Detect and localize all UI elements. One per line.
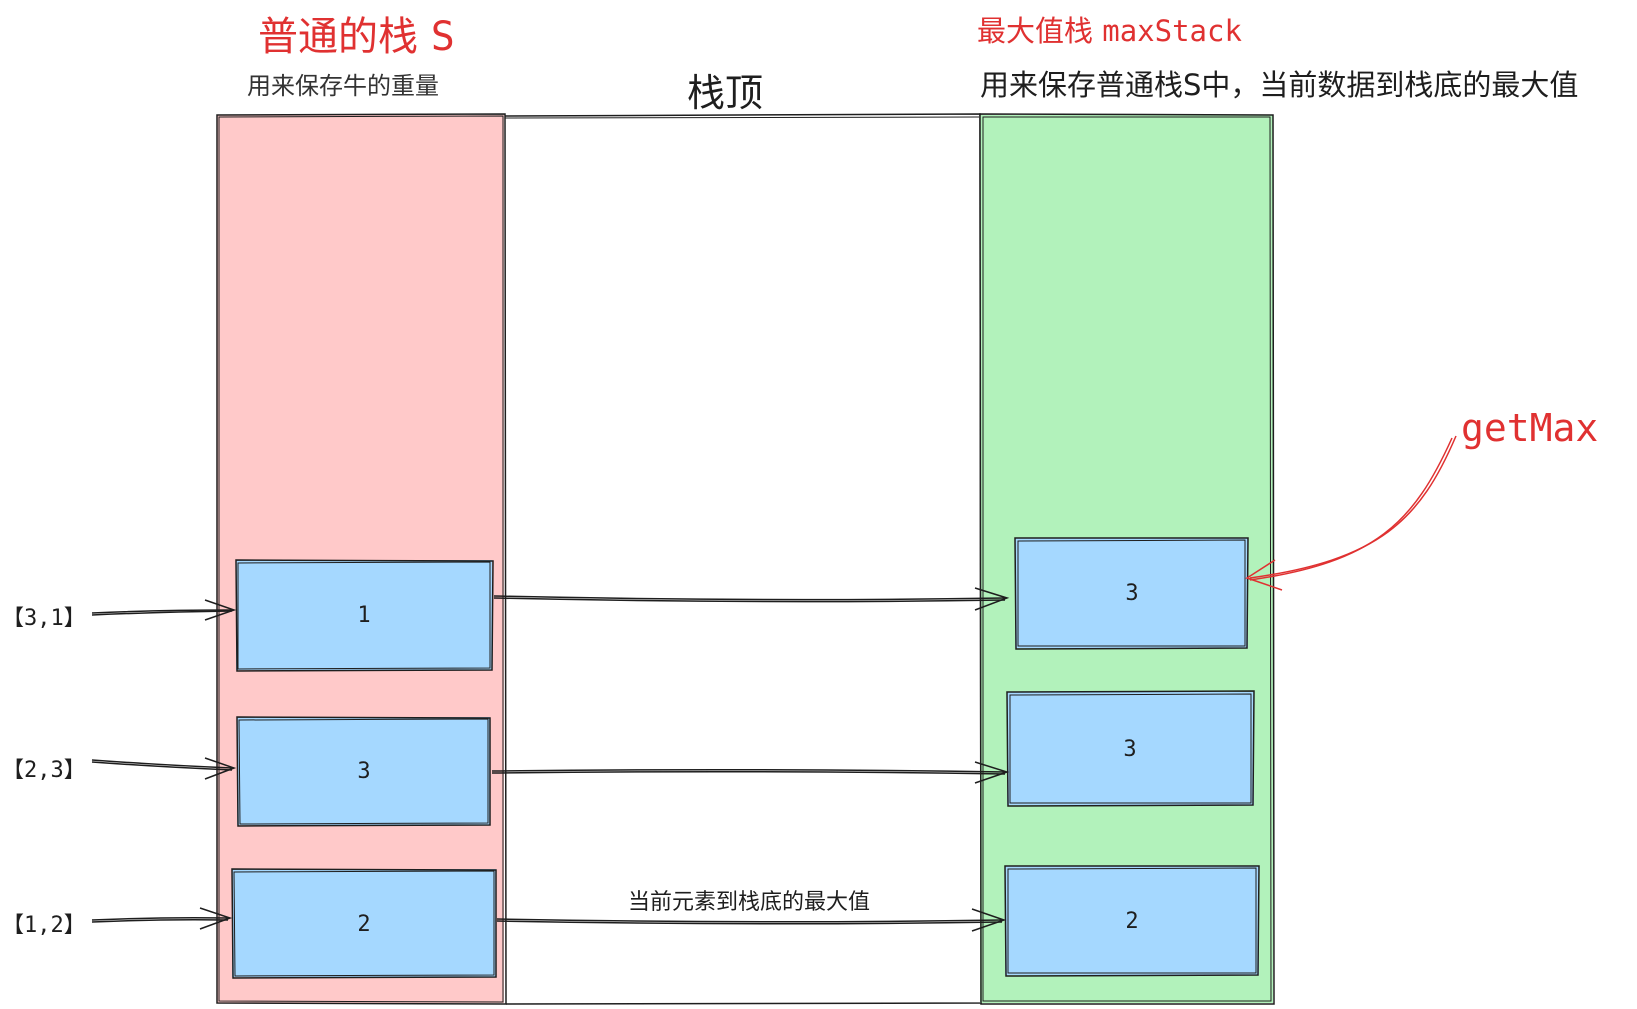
stack-s-subtitle: 用来保存牛的重量 (247, 72, 439, 100)
stack-s-item-2: 3 (236, 716, 491, 827)
transfer-arrow-note: 当前元素到栈底的最大值 (628, 890, 871, 915)
stack-s-item-text-1: 1 (357, 603, 370, 628)
stack-s-item-3: 2 (231, 868, 497, 979)
stack-s-title-text: 普通的栈 (258, 14, 418, 60)
stack-s-item-text-2: 3 (357, 759, 370, 784)
stack-s-item-text-3: 2 (357, 912, 370, 937)
input-arrow-1 (91, 599, 237, 621)
max-stack-title-text: 最大值栈 (977, 14, 1094, 48)
input-pair-3: 【1,2】 (2, 913, 86, 938)
transfer-arrows (491, 587, 1010, 932)
max-stack-item-text-3: 2 (1125, 909, 1138, 934)
max-stack-item-2: 3 (1006, 690, 1255, 807)
transfer-arrow-2 (491, 761, 1010, 784)
input-arrows (91, 599, 237, 930)
input-pair-1: 【3,1】 (2, 606, 86, 631)
getmax-arrow (1245, 435, 1457, 591)
max-stack-item-text-2: 3 (1123, 737, 1136, 762)
max-stack-title: 最大值栈 maxStack (977, 8, 1242, 50)
stack-s-title: 普通的栈 S (258, 4, 455, 62)
stack-top-region (504, 113, 982, 1005)
max-stack-item-1: 3 (1014, 537, 1249, 650)
stack-top-label: 栈顶 (687, 71, 764, 115)
transfer-arrow-3 (496, 908, 1007, 932)
max-stack-item-text-1: 3 (1125, 581, 1138, 606)
stack-s-container (216, 113, 507, 1005)
stack-s-item-1: 1 (235, 559, 494, 672)
stack-s-title-suffix: S (430, 14, 455, 60)
max-stack-title-suffix: maxStack (1102, 14, 1242, 48)
input-arrow-3 (91, 907, 233, 930)
getmax-label: getMax (1461, 406, 1599, 450)
input-pair-2: 【2,3】 (2, 758, 86, 783)
max-stack-subtitle: 用来保存普通栈S中，当前数据到栈底的最大值 (980, 68, 1579, 102)
transfer-arrow-1 (493, 587, 1010, 611)
input-arrow-2 (91, 757, 237, 780)
max-stack-item-3: 2 (1004, 865, 1260, 977)
